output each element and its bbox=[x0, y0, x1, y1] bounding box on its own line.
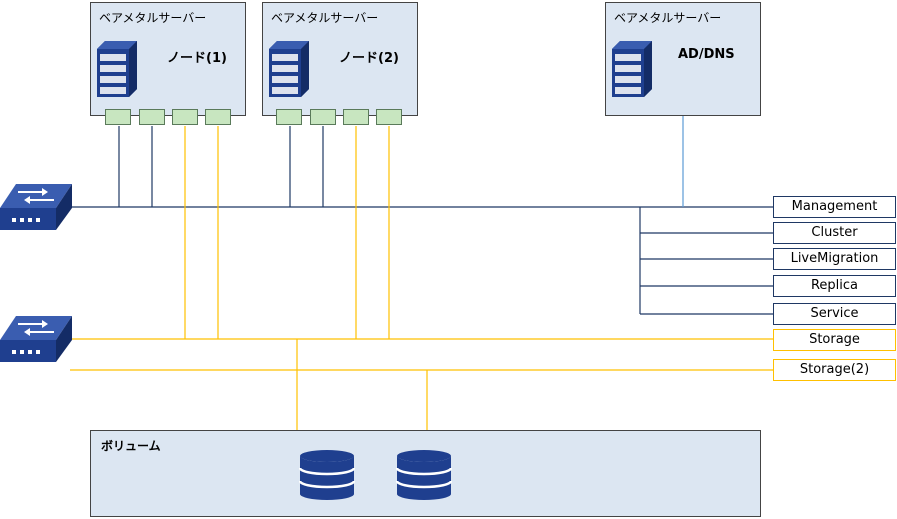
nic-port bbox=[105, 109, 131, 125]
network-label-cluster: Cluster bbox=[773, 222, 896, 244]
server-addns-label: AD/DNS bbox=[678, 47, 735, 62]
server-addns-title: ベアメタルサーバー bbox=[614, 11, 722, 25]
nic-port bbox=[343, 109, 369, 125]
volume-box[interactable]: ボリューム bbox=[90, 430, 761, 517]
network-label-replica: Replica bbox=[773, 275, 896, 297]
server-icon bbox=[269, 41, 309, 97]
network-switch-icon bbox=[0, 316, 72, 362]
database-icon bbox=[299, 450, 355, 500]
nic-port bbox=[376, 109, 402, 125]
server-node1-title: ベアメタルサーバー bbox=[99, 11, 207, 25]
server-node1-label: ノード(1) bbox=[167, 51, 227, 66]
server-node2[interactable]: ベアメタルサーバー ノード(2) bbox=[262, 2, 418, 116]
server-icon bbox=[97, 41, 137, 97]
nic-port bbox=[139, 109, 165, 125]
server-node2-title: ベアメタルサーバー bbox=[271, 11, 379, 25]
server-node2-label: ノード(2) bbox=[339, 51, 399, 66]
nic-port bbox=[310, 109, 336, 125]
network-label-service: Service bbox=[773, 303, 896, 325]
server-addns[interactable]: ベアメタルサーバー AD/DNS bbox=[605, 2, 761, 116]
server-node1[interactable]: ベアメタルサーバー ノード(1) bbox=[90, 2, 246, 116]
network-label-storage: Storage bbox=[773, 329, 896, 351]
database-icon bbox=[396, 450, 452, 500]
volume-title: ボリューム bbox=[101, 439, 161, 453]
network-switch-icon bbox=[0, 184, 72, 230]
network-label-livemigration: LiveMigration bbox=[773, 248, 896, 270]
server-icon bbox=[612, 41, 652, 97]
network-label-storage2: Storage(2) bbox=[773, 359, 896, 381]
nic-port bbox=[172, 109, 198, 125]
network-label-management: Management bbox=[773, 196, 896, 218]
nic-port bbox=[205, 109, 231, 125]
nic-port bbox=[276, 109, 302, 125]
